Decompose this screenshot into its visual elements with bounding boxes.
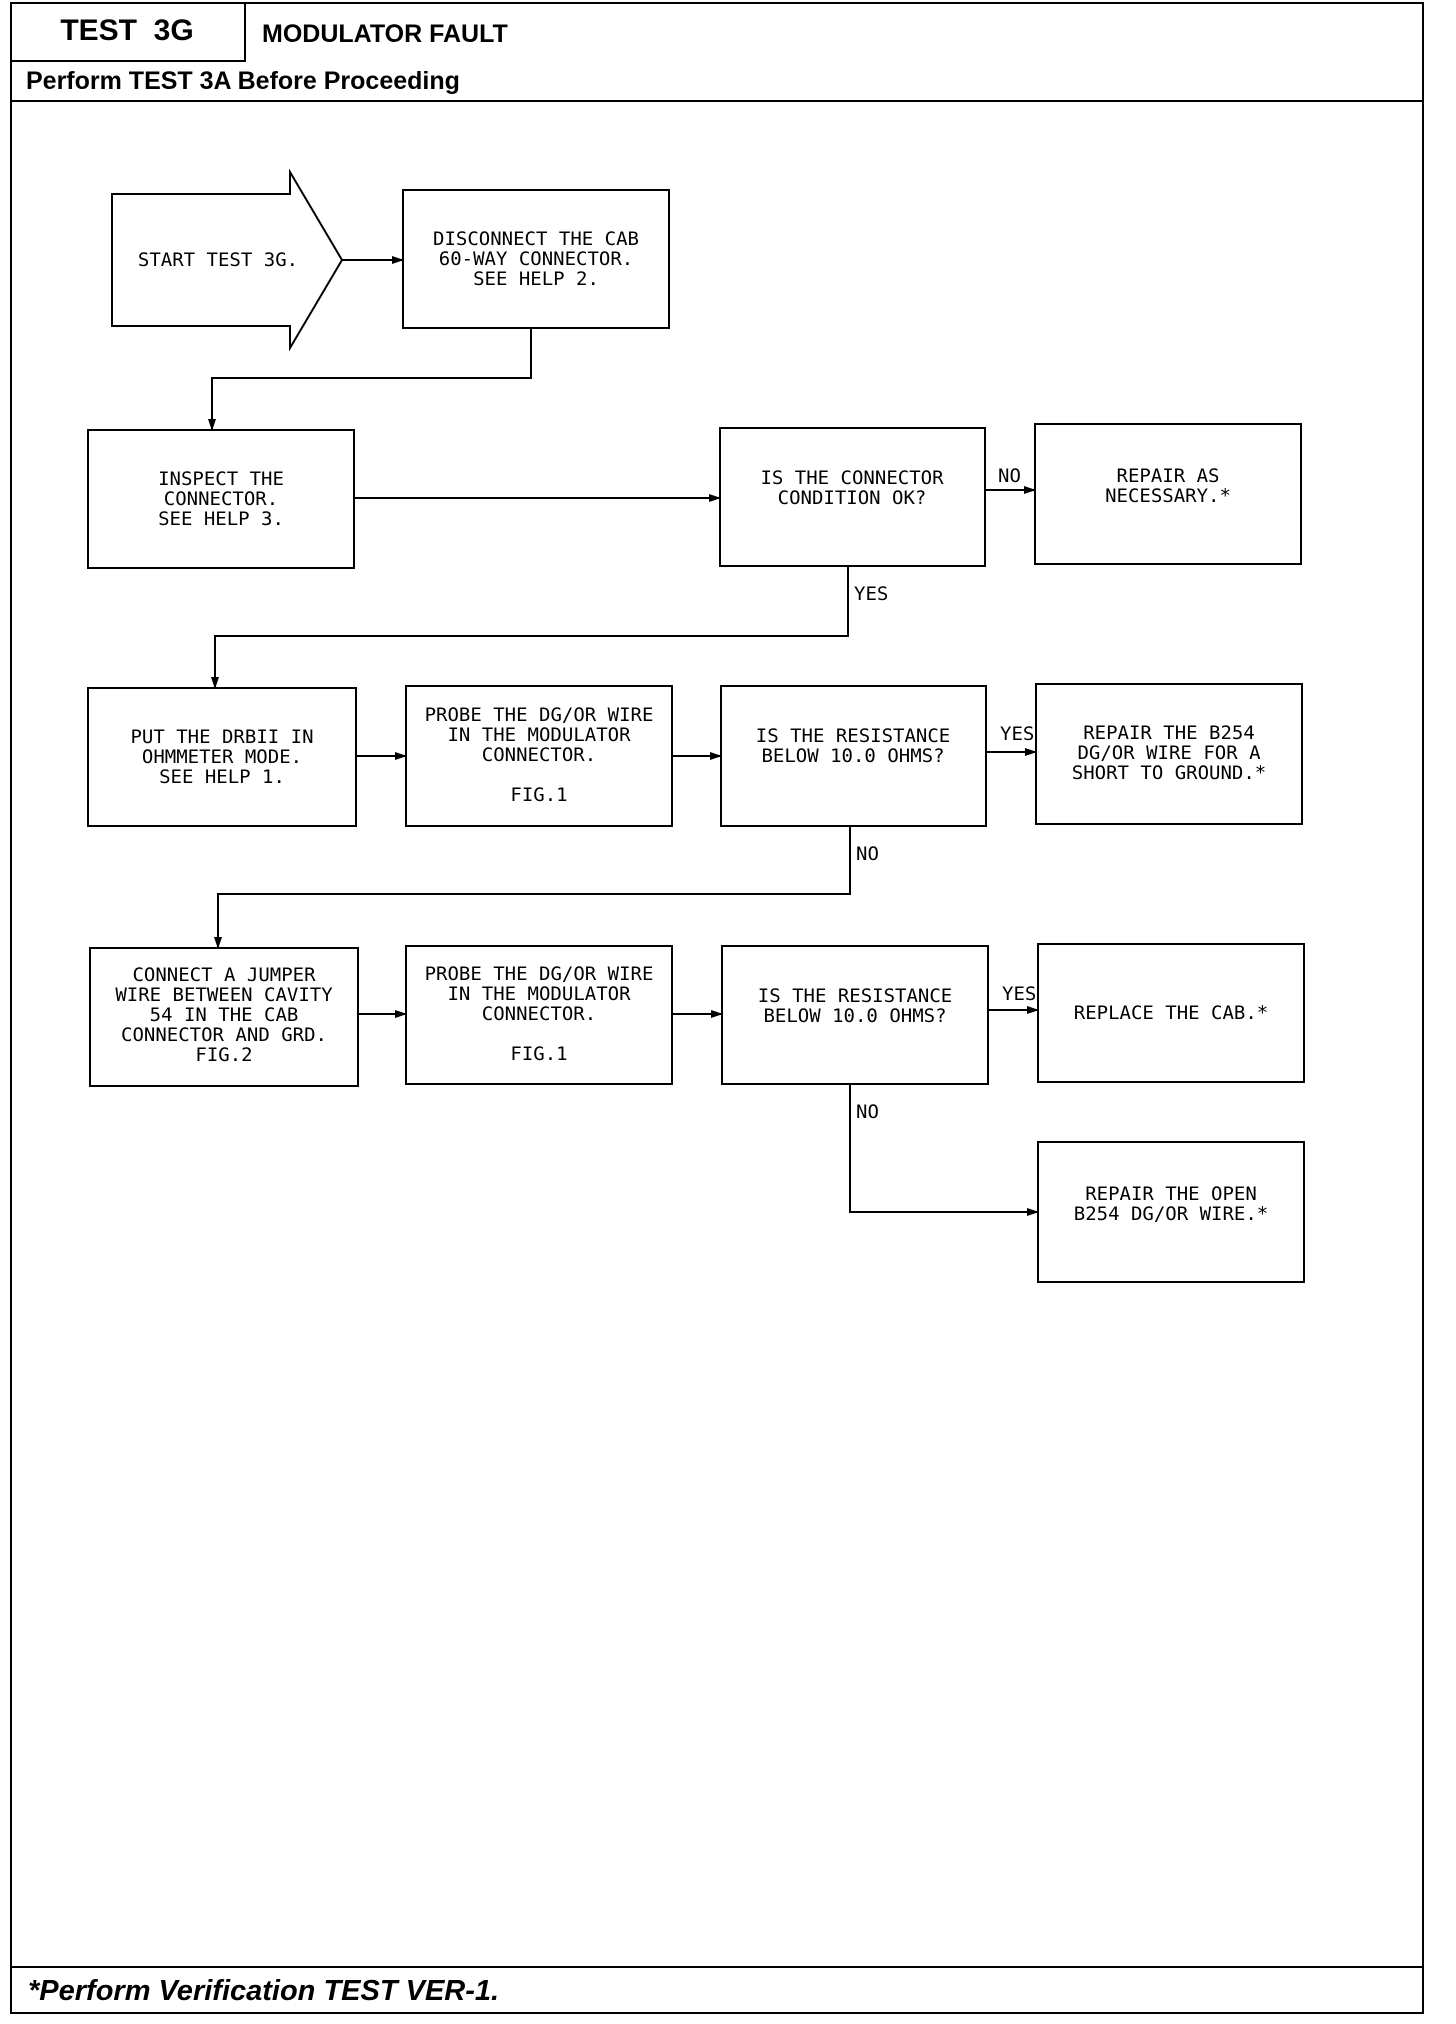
edge-label-yes: YES — [854, 583, 888, 605]
node-text-line: SEE HELP 3. — [158, 508, 284, 530]
node-text-line: REPAIR THE B254 — [1083, 722, 1255, 744]
edge-label-yes: YES — [1002, 983, 1036, 1005]
edge-disconnect-inspect — [208, 328, 532, 431]
edge-label-no: NO — [856, 1101, 879, 1123]
repair-necessary-box — [1034, 423, 1302, 565]
node-text-line: 54 IN THE CAB — [150, 1004, 299, 1026]
node-text-line: B254 DG/OR WIRE.* — [1074, 1203, 1268, 1225]
node-text-line: WIRE BETWEEN CAVITY — [115, 984, 333, 1006]
node-text-line: INSPECT THE — [158, 468, 284, 490]
node-text-line: DG/OR WIRE FOR A — [1077, 742, 1261, 764]
edge-question-connect — [214, 826, 851, 949]
node-text-line: FIG.1 — [510, 1043, 567, 1065]
footer-note: *Perform Verification TEST VER-1. — [10, 1966, 1424, 2014]
edge-question-repair-open — [849, 1084, 1039, 1216]
node-text-line: CONNECT A JUMPER — [132, 964, 316, 986]
node-text-line: OHMMETER MODE. — [142, 746, 302, 768]
start-label: START TEST 3G. — [138, 249, 298, 271]
node-text-line: SHORT TO GROUND.* — [1072, 762, 1266, 784]
test-id: TEST 3G — [10, 2, 246, 62]
edge-label-no: NO — [998, 465, 1021, 487]
node-text-line: CONNECTOR AND GRD. — [121, 1024, 327, 1046]
node-text-line: IN THE MODULATOR — [447, 724, 631, 746]
node-text-line: CONNECTOR. — [482, 744, 596, 766]
node-text-line: FIG.2 — [195, 1044, 252, 1066]
node-text-line: START TEST 3G. — [138, 249, 298, 271]
node-text-line: IS THE CONNECTOR — [760, 467, 944, 489]
edge-question-put-drbii — [211, 566, 849, 689]
edge-label-yes: YES — [1000, 723, 1034, 745]
node-text-line: BELOW 10.0 OHMS? — [763, 1005, 946, 1027]
node-text-line: DISCONNECT THE CAB — [433, 228, 639, 250]
page-frame — [10, 2, 1424, 2014]
node-text-line: IS THE RESISTANCE — [758, 985, 952, 1007]
node-text-line: REPAIR THE OPEN — [1085, 1183, 1257, 1205]
node-text-line: NECESSARY.* — [1105, 485, 1231, 507]
page-title: MODULATOR FAULT — [262, 20, 508, 48]
node-text-line: PROBE THE DG/OR WIRE — [425, 963, 654, 985]
node-text-line: SEE HELP 2. — [473, 268, 599, 290]
node-text-line: CONNECTOR. — [164, 488, 278, 510]
node-text-line: FIG.1 — [510, 784, 567, 806]
node-text-line: REPAIR AS — [1117, 465, 1220, 487]
page-subtitle: Perform TEST 3A Before Proceeding — [10, 62, 1424, 102]
node-text-line: PROBE THE DG/OR WIRE — [425, 704, 654, 726]
node-text-line: SEE HELP 1. — [159, 766, 285, 788]
node-text-line: REPLACE THE CAB.* — [1074, 1002, 1268, 1024]
replace-cab-label: REPLACE THE CAB.* — [1074, 1002, 1268, 1024]
node-text-line: 60-WAY CONNECTOR. — [439, 248, 633, 270]
node-text-line: CONNECTOR. — [482, 1003, 596, 1025]
edge-label-no: NO — [856, 843, 879, 865]
node-text-line: CONDITION OK? — [778, 487, 927, 509]
node-text-line: IS THE RESISTANCE — [756, 725, 950, 747]
node-text-line: IN THE MODULATOR — [447, 983, 631, 1005]
start-shape — [111, 168, 344, 352]
connect-jumper-box — [89, 947, 359, 1087]
node-text-line: BELOW 10.0 OHMS? — [761, 745, 944, 767]
node-text-line: PUT THE DRBII IN — [130, 726, 313, 748]
